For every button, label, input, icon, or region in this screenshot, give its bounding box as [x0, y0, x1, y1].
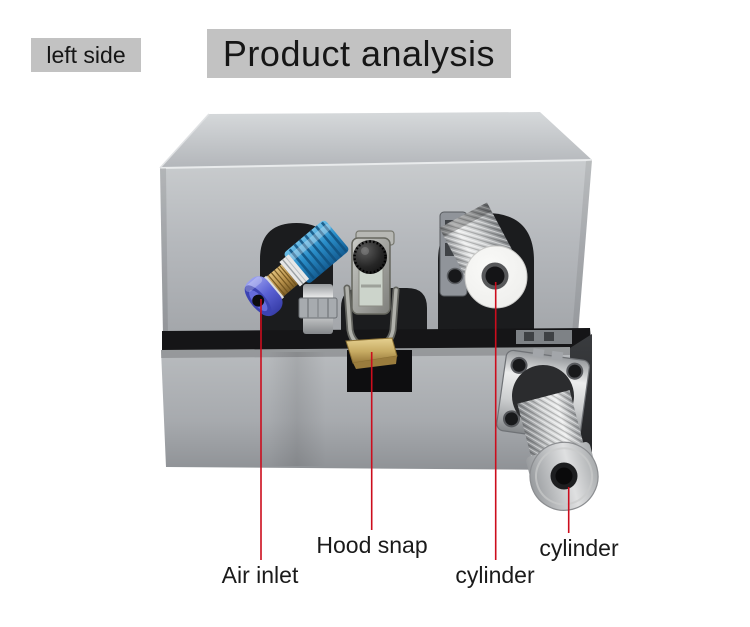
callout-air-inlet: Air inlet: [221, 562, 299, 588]
callout-hood-snap: Hood snap: [316, 532, 428, 558]
callout-cylinder-front: cylinder: [455, 562, 535, 588]
hood-snap-latch: [343, 230, 400, 369]
front-cylinder: [439, 202, 528, 309]
page-title: Product analysis: [222, 32, 496, 74]
air-inlet-fitting: [244, 220, 349, 317]
elbow-fitting: [298, 284, 338, 334]
side-label-badge: left side: [31, 38, 141, 72]
callout-cylinder-side: cylinder: [539, 535, 619, 561]
gap-bracket-slot: [524, 332, 534, 341]
gap-bracket-slot: [544, 332, 554, 341]
leader-lines: [260, 282, 570, 560]
side-label-text: left side: [46, 41, 126, 68]
machine-illustration: [159, 112, 599, 560]
title-banner: Product analysis: [207, 29, 511, 78]
side-cylinder: [496, 348, 599, 511]
